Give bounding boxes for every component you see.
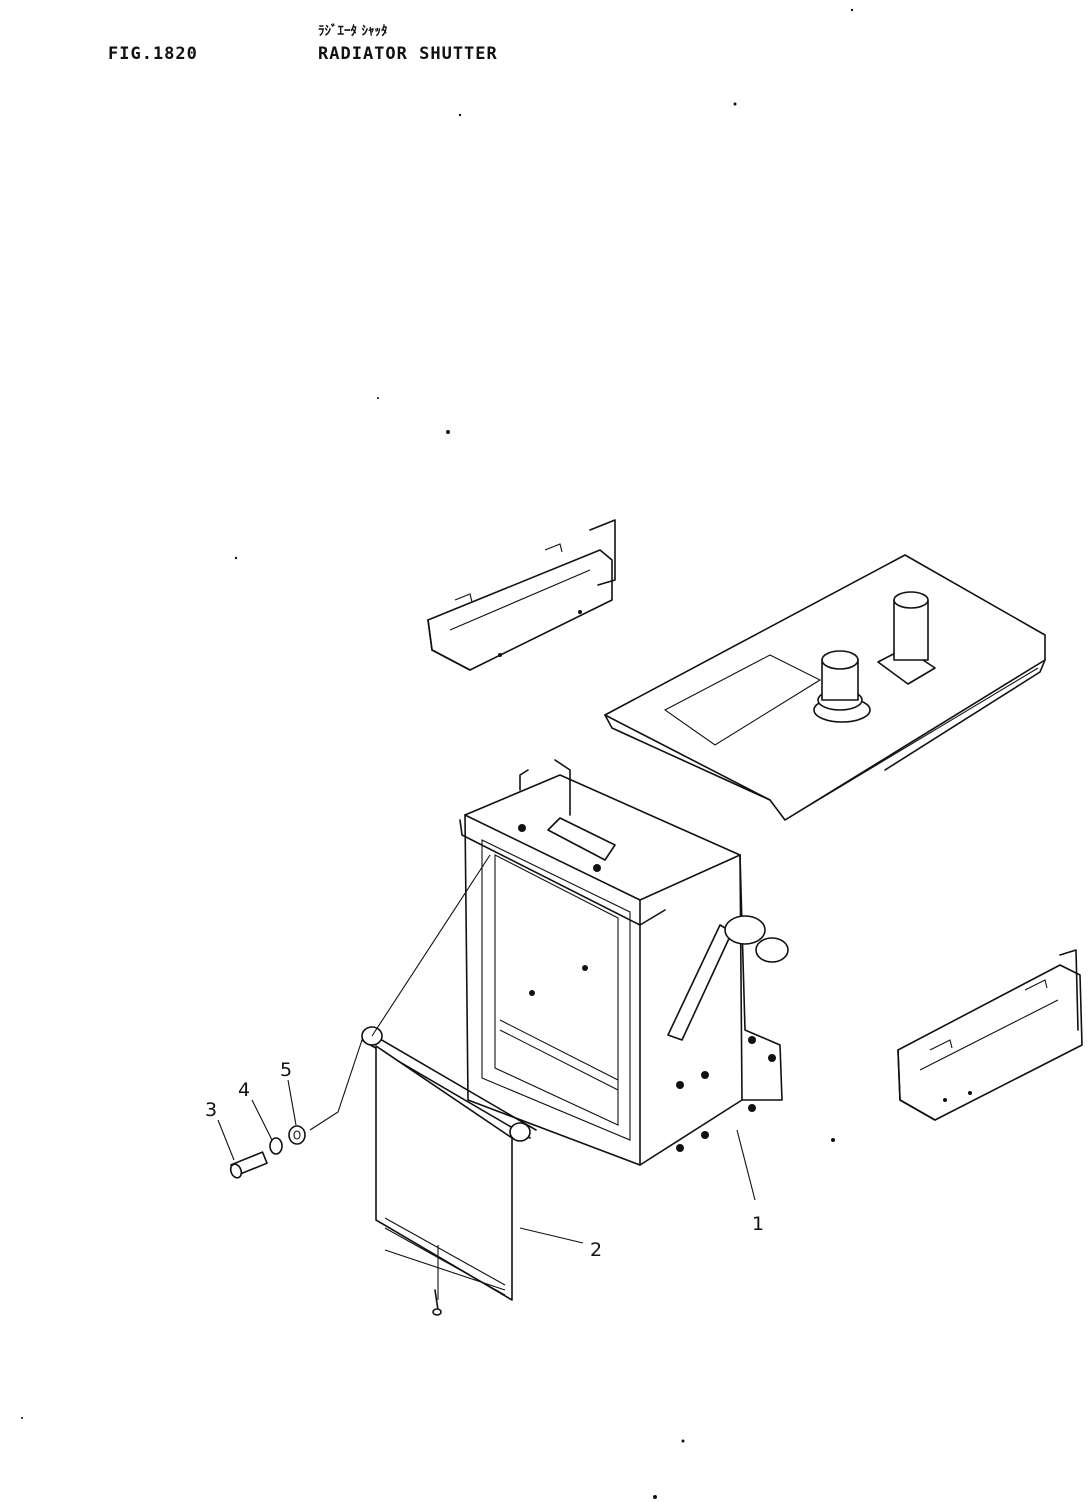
radiator-shutter [361,854,537,1316]
callout-5: 5 [280,1059,292,1081]
callout-2: 2 [590,1239,602,1261]
scan-speckles [21,8,854,1499]
fastener-set [229,1039,363,1179]
figure-number: FIG.1820 [108,44,198,64]
radiator-guard-frame [459,759,789,1166]
callout-1: 1 [752,1213,764,1235]
side-cover-right [897,949,1083,1121]
figure-title: RADIATOR SHUTTER [318,44,498,64]
radiator-top-cover [604,554,1046,821]
callout-4: 4 [238,1079,250,1101]
side-cover-left [427,519,616,671]
figure-title-japanese: ﾗｼﾞｴｰﾀ ｼｬｯﾀ [318,24,388,39]
leader-lines [217,1079,756,1244]
callout-3: 3 [205,1099,217,1121]
